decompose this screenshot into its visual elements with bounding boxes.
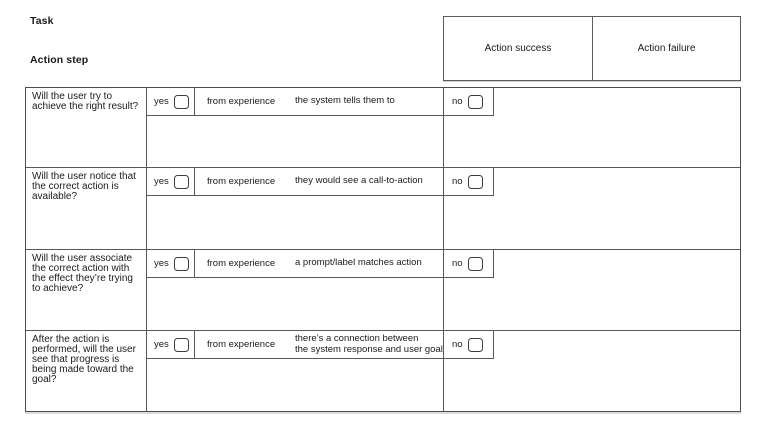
result-cell: no	[444, 88, 740, 167]
yes-checkbox[interactable]	[173, 174, 189, 189]
yes-cell: yes	[147, 250, 195, 277]
yes-cell: yes	[147, 168, 195, 195]
answer-band: yes from experience there’s a connection…	[147, 331, 443, 359]
yes-cell: yes	[147, 331, 195, 358]
source-label: from experience	[207, 339, 276, 350]
table-row: Will the user notice that the correct ac…	[26, 167, 740, 249]
table-row: Will the user try to achieve the right r…	[26, 88, 740, 167]
yes-label: yes	[154, 96, 169, 107]
task-label: Task	[30, 15, 54, 27]
band-text: from experience a prompt/label matches a…	[195, 258, 443, 269]
question-cell: Will the user associate the correct acti…	[26, 250, 147, 330]
no-label: no	[452, 96, 463, 107]
no-label: no	[452, 339, 463, 350]
answer-band: yes from experience they would see a cal…	[147, 168, 443, 196]
result-columns-header: Action success Action failure	[443, 16, 741, 81]
table-row: After the action is performed, will the …	[26, 330, 740, 411]
no-cell: no	[444, 168, 494, 196]
yes-label: yes	[154, 339, 169, 350]
yes-label: yes	[154, 176, 169, 187]
action-step-label: Action step	[30, 54, 89, 66]
table-row: Will the user associate the correct acti…	[26, 249, 740, 330]
no-checkbox[interactable]	[467, 94, 483, 109]
hint-label: they would see a call-to-action	[295, 175, 423, 187]
answer-cell: yes from experience a prompt/label match…	[147, 250, 444, 330]
yes-label: yes	[154, 258, 169, 269]
answer-cell: yes from experience there’s a connection…	[147, 331, 444, 411]
hint-label: the system tells them to	[295, 95, 395, 107]
band-text: from experience the system tells them to	[195, 96, 443, 107]
question-cell: After the action is performed, will the …	[26, 331, 147, 411]
action-success-header: Action success	[484, 43, 552, 54]
no-cell: no	[444, 331, 494, 359]
result-cell: no	[444, 250, 740, 330]
no-checkbox[interactable]	[467, 256, 483, 271]
yes-checkbox[interactable]	[173, 337, 189, 352]
hint-label: there’s a connection between the system …	[295, 333, 443, 355]
answer-band: yes from experience a prompt/label match…	[147, 250, 443, 278]
yes-checkbox[interactable]	[173, 256, 189, 271]
answer-cell: yes from experience they would see a cal…	[147, 168, 444, 249]
hint-label: a prompt/label matches action	[295, 257, 422, 269]
no-checkbox[interactable]	[467, 174, 483, 189]
result-cell: no	[444, 168, 740, 249]
source-label: from experience	[207, 96, 276, 107]
answer-band: yes from experience the system tells the…	[147, 88, 443, 116]
no-cell: no	[444, 88, 494, 116]
no-label: no	[452, 176, 463, 187]
band-text: from experience they would see a call-to…	[195, 176, 443, 187]
no-checkbox[interactable]	[467, 337, 483, 352]
question-cell: Will the user try to achieve the right r…	[26, 88, 147, 167]
source-label: from experience	[207, 258, 276, 269]
source-label: from experience	[207, 176, 276, 187]
action-failure-header: Action failure	[592, 17, 740, 80]
band-text: from experience there’s a connection bet…	[195, 334, 443, 355]
yes-checkbox[interactable]	[173, 94, 189, 109]
question-cell: Will the user notice that the correct ac…	[26, 168, 147, 249]
yes-cell: yes	[147, 88, 195, 115]
result-cell: no	[444, 331, 740, 411]
walkthrough-table: Will the user try to achieve the right r…	[25, 87, 741, 412]
answer-cell: yes from experience the system tells the…	[147, 88, 444, 167]
no-cell: no	[444, 250, 494, 278]
no-label: no	[452, 258, 463, 269]
